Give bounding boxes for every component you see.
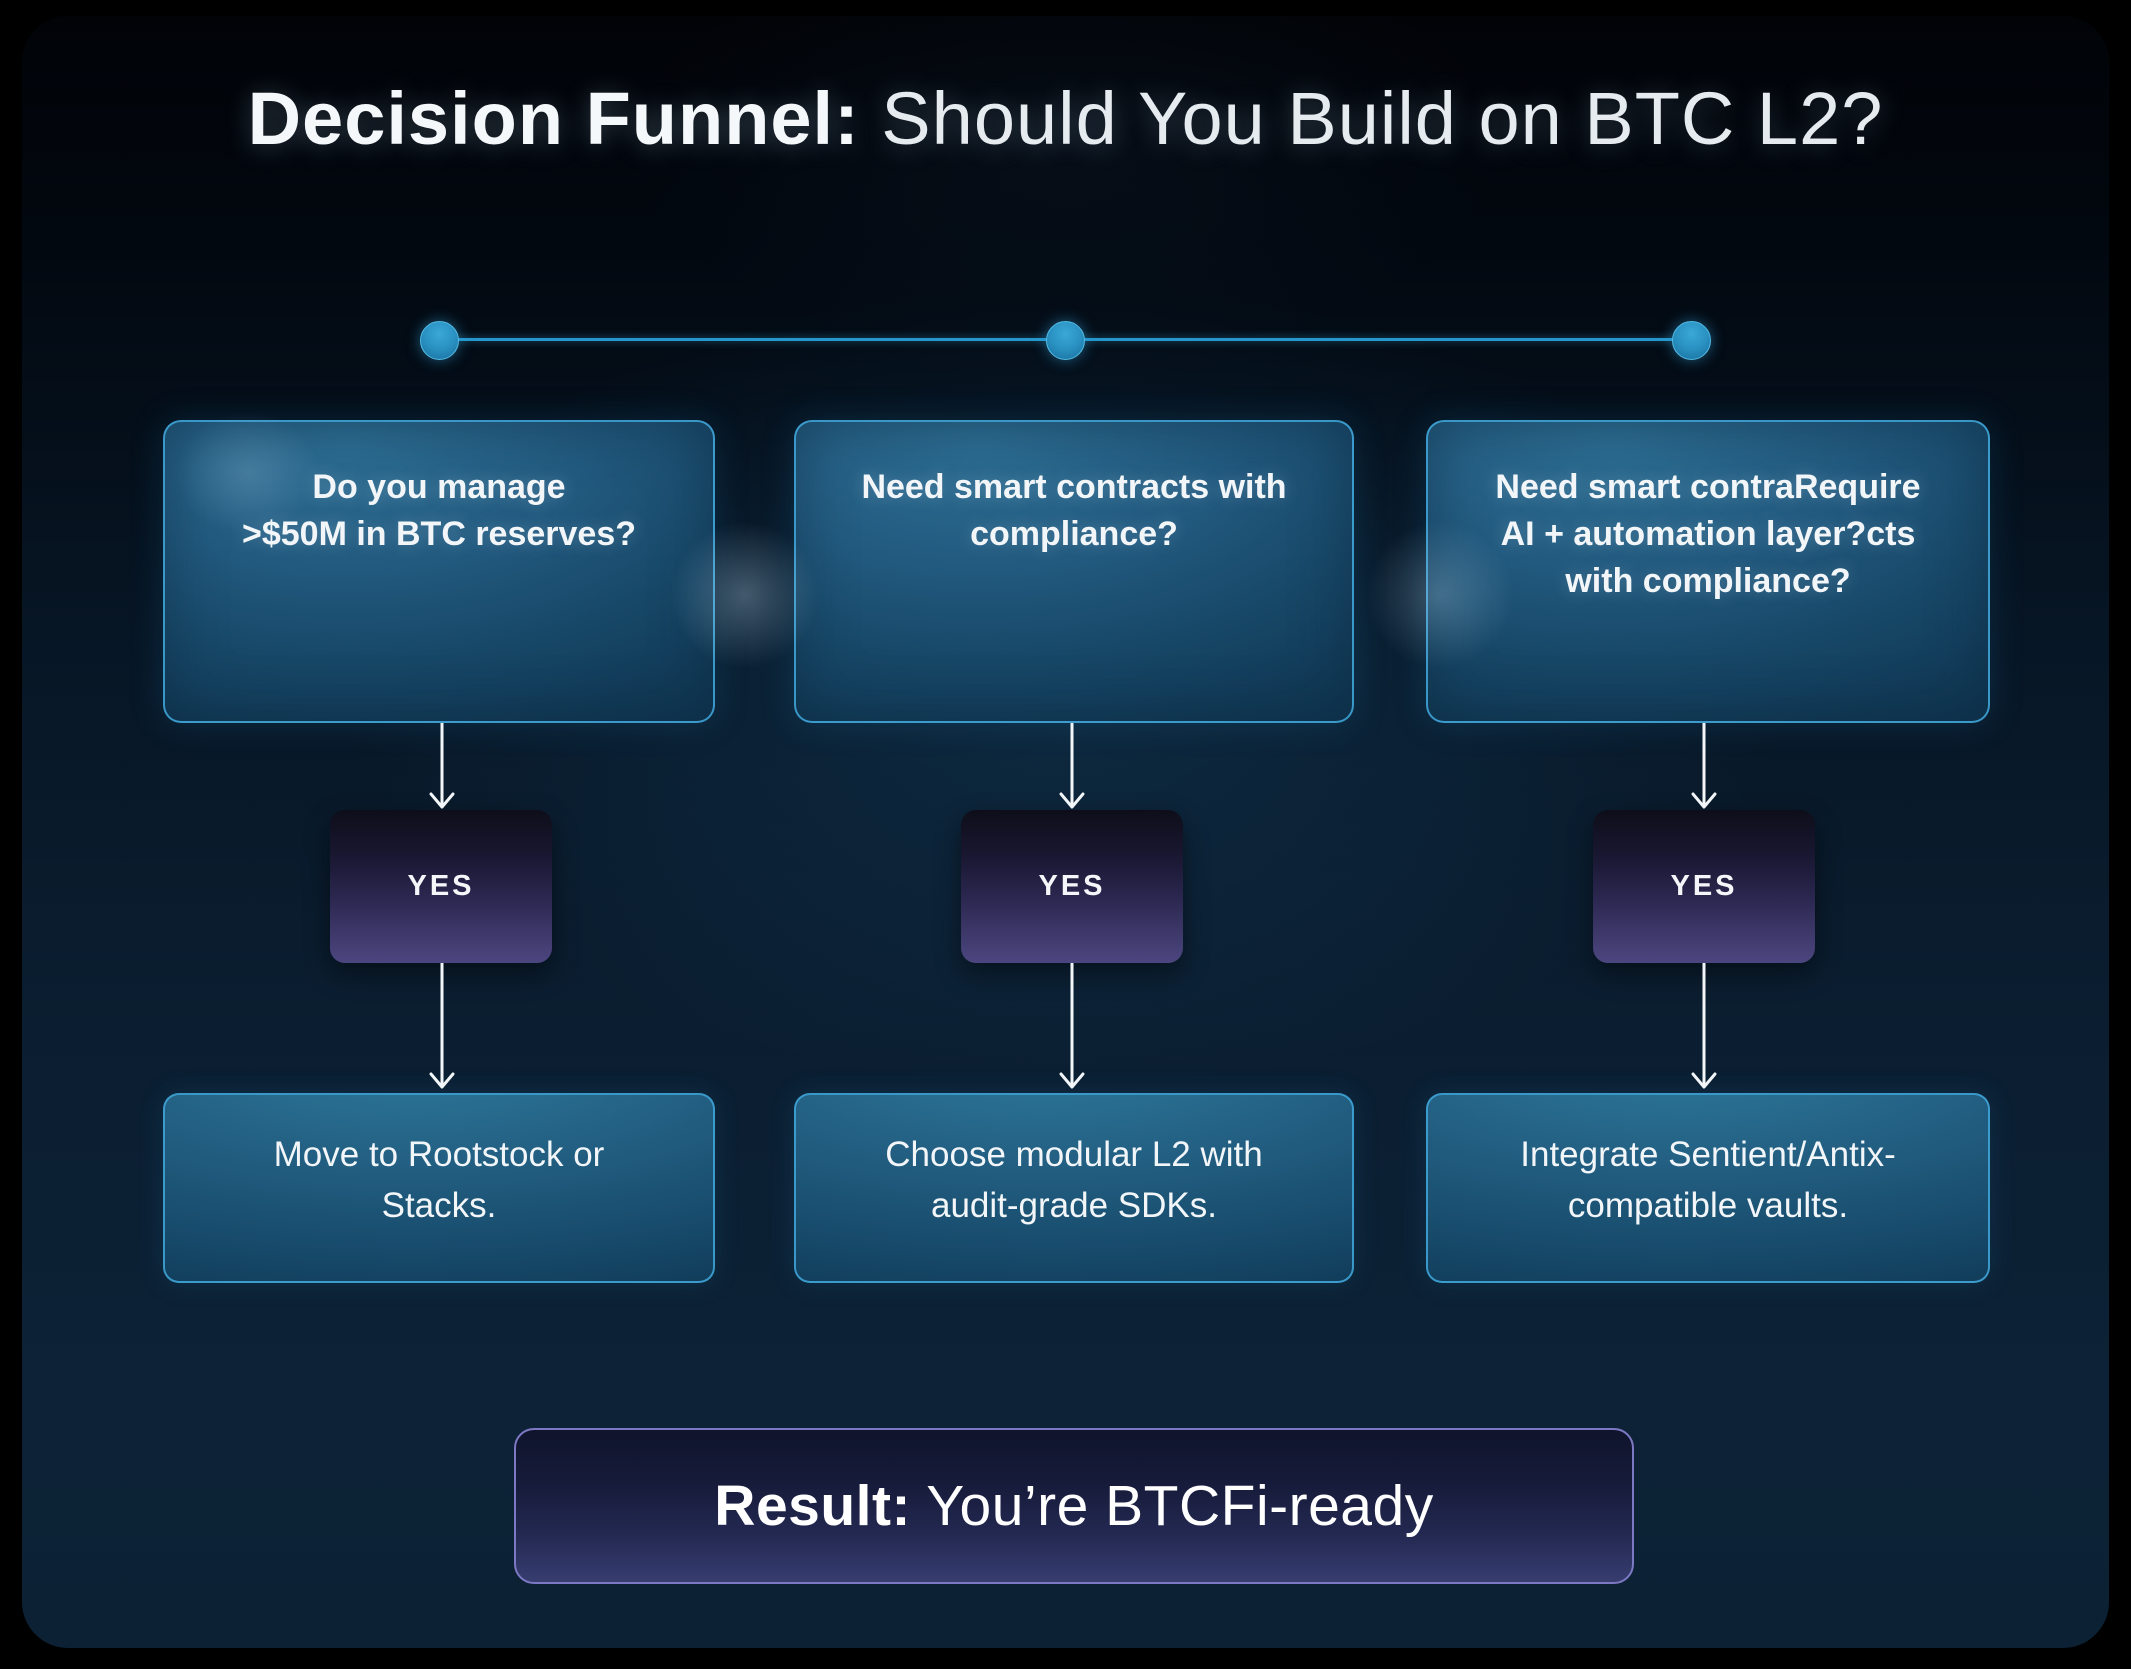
result-text-bold: Result:	[714, 1474, 911, 1538]
answer-text-2: Choose modular L2 with audit-grade SDKs.	[885, 1135, 1263, 1225]
page-title-regular: Should You Build on BTC L2?	[859, 77, 1884, 160]
question-text-1: Do you manage >$50M in BTC reserves?	[241, 468, 637, 553]
result-banner: Result: You’re BTCFi-ready	[514, 1428, 1634, 1584]
answer-card-2: Choose modular L2 with audit-grade SDKs.	[794, 1093, 1354, 1283]
yes-badge-3: YES	[1593, 810, 1815, 963]
timeline-dot-icon	[420, 321, 459, 360]
question-card-2: Need smart contracts with compliance?	[794, 420, 1354, 723]
result-text: Result: You’re BTCFi-ready	[714, 1473, 1433, 1539]
down-arrow-icon	[1691, 963, 1717, 1089]
down-arrow-icon	[1059, 963, 1085, 1089]
answer-text-3: Integrate Sentient/Antix- compatible vau…	[1520, 1135, 1896, 1225]
yes-label: YES	[407, 870, 475, 902]
question-text-2: Need smart contracts with compliance?	[861, 468, 1287, 553]
yes-badge-1: YES	[330, 810, 552, 963]
result-text-regular: You’re BTCFi-ready	[910, 1474, 1434, 1538]
yes-label: YES	[1670, 870, 1738, 902]
down-arrow-icon	[429, 723, 455, 809]
question-text-3: Need smart contraRequire AI + automation…	[1495, 468, 1921, 600]
down-arrow-icon	[1691, 723, 1717, 809]
question-card-3: Need smart contraRequire AI + automation…	[1426, 420, 1990, 723]
answer-text-1: Move to Rootstock or Stacks.	[273, 1135, 605, 1225]
page-title-bold: Decision Funnel:	[247, 77, 860, 160]
page-title: Decision Funnel: Should You Build on BTC…	[0, 76, 2131, 161]
yes-label: YES	[1038, 870, 1106, 902]
yes-badge-2: YES	[961, 810, 1183, 963]
timeline-dot-icon	[1046, 321, 1085, 360]
down-arrow-icon	[1059, 723, 1085, 809]
answer-card-3: Integrate Sentient/Antix- compatible vau…	[1426, 1093, 1990, 1283]
answer-card-1: Move to Rootstock or Stacks.	[163, 1093, 715, 1283]
timeline-dot-icon	[1672, 321, 1711, 360]
question-card-1: Do you manage >$50M in BTC reserves?	[163, 420, 715, 723]
down-arrow-icon	[429, 963, 455, 1089]
